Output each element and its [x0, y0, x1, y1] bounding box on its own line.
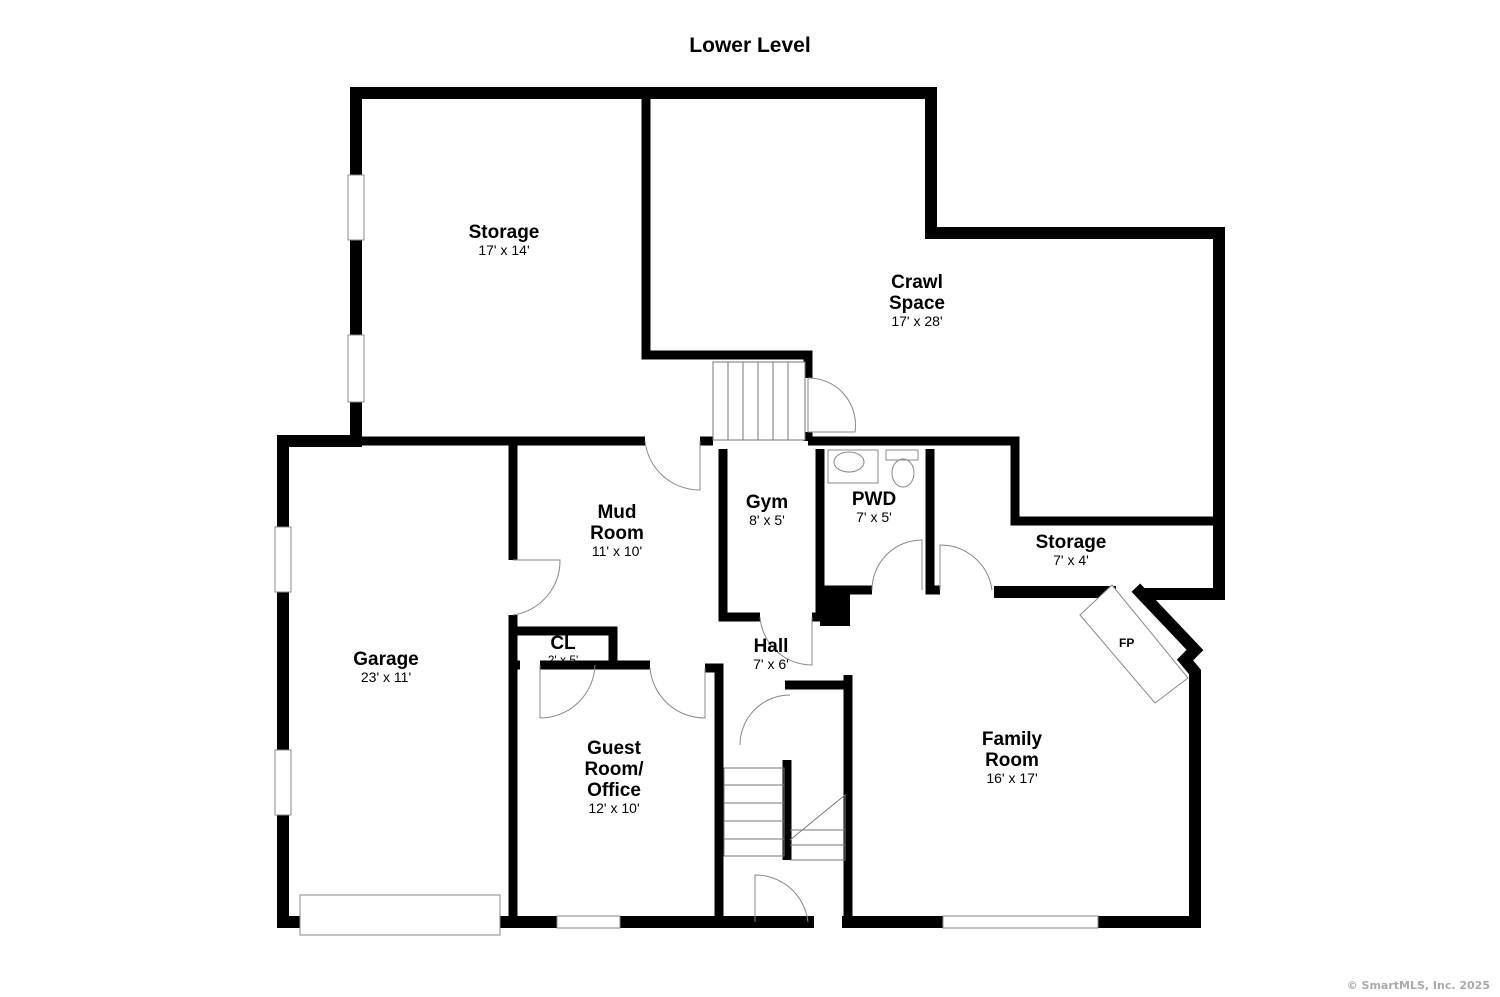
room-dims: 17' x 28'	[891, 313, 943, 329]
interior-walls	[356, 93, 1219, 922]
room-name: Storage	[1035, 532, 1107, 553]
room-name: Room/	[584, 759, 644, 780]
stairs	[712, 361, 846, 861]
room-name: Mud	[597, 502, 637, 523]
room-name: Storage	[468, 222, 540, 243]
fireplace-label: FP	[1119, 636, 1135, 650]
room-name: Office	[587, 780, 641, 801]
room-name: Family	[981, 729, 1043, 750]
room-dims: 7' x 6'	[753, 656, 789, 672]
copyright: © SmartMLS, Inc. 2025	[1346, 979, 1490, 992]
room-name: Gym	[745, 492, 789, 513]
floor-title: Lower Level	[689, 34, 811, 57]
room-name: Room	[590, 523, 644, 544]
room-dims: 2' x 5'	[547, 653, 579, 667]
room-name: Guest	[587, 738, 641, 759]
room-name: PWD	[851, 489, 897, 510]
room-name: Hall	[753, 636, 789, 657]
room-name: CL	[550, 633, 576, 654]
exterior-walls	[277, 87, 1225, 928]
room-name: Crawl	[891, 272, 943, 293]
fireplace	[1079, 584, 1189, 704]
room-dims: 17' x 14'	[478, 242, 530, 258]
room-dims: 8' x 5'	[749, 512, 785, 528]
room-name: Room	[985, 750, 1039, 771]
door-swings	[512, 377, 1189, 923]
room-dims: 12' x 10'	[588, 800, 640, 816]
garage-door	[299, 894, 501, 936]
room-dims: 7' x 5'	[856, 509, 892, 525]
room-dims: 23' x 11'	[360, 669, 412, 685]
room-name: Garage	[353, 649, 419, 670]
room-dims: 16' x 17'	[986, 770, 1038, 786]
column	[820, 592, 850, 626]
room-name: Space	[889, 293, 945, 314]
room-dims: 11' x 10'	[591, 543, 643, 559]
room-dims: 7' x 4'	[1053, 552, 1089, 568]
windows	[274, 174, 1099, 936]
